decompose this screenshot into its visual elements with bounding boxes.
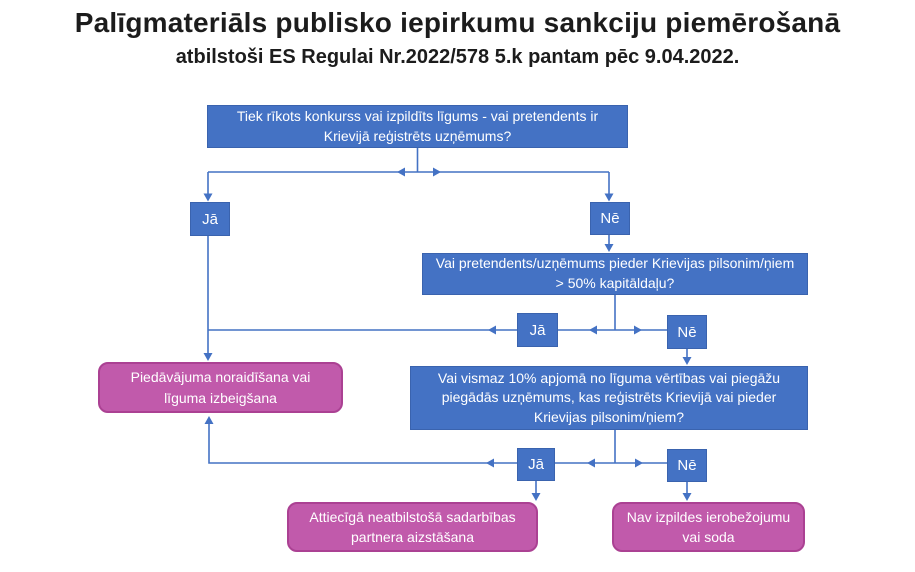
connector-ja1-to-outcome-rejection (203, 236, 213, 361)
decision-ne-3: Nē (667, 449, 707, 482)
question-box-1: Tiek rīkots konkurss vai izpildīts līgum… (207, 105, 628, 148)
outcome-no-sanction: Nav izpildes ierobežojumu vai soda (612, 502, 805, 552)
question-box-3: Vai vismaz 10% apjomā no līguma vērtības… (410, 366, 808, 430)
connector-q1-branch (203, 148, 614, 202)
connector-q3-branch (555, 430, 667, 468)
arrowhead (203, 193, 213, 202)
decision-ja-3: Jā (517, 448, 555, 481)
arrowhead (203, 353, 213, 361)
arrowhead (531, 493, 541, 501)
connector-q2-branch (558, 295, 667, 335)
connector-ne1-to-q2 (604, 235, 614, 252)
decision-ja-1: Jā (190, 202, 230, 236)
arrowhead (488, 325, 496, 335)
decision-ne-1: Nē (590, 202, 630, 235)
connector-ne3-to-outcome-no-sanction (682, 482, 692, 501)
arrowhead (634, 325, 642, 335)
outcome-rejection: Piedāvājuma noraidīšana vai līguma izbei… (98, 362, 343, 413)
arrowhead (486, 458, 494, 468)
arrowhead (635, 458, 643, 468)
arrowhead (682, 493, 692, 501)
arrowhead (587, 458, 595, 468)
decision-ne-2: Nē (667, 315, 707, 349)
arrowhead (397, 167, 405, 177)
page-subtitle: atbilstoši ES Regulai Nr.2022/578 5.k pa… (175, 46, 740, 68)
connector-ja2-to-left-spine (208, 325, 517, 335)
arrowhead (433, 167, 441, 177)
connector-ne2-to-q3 (682, 349, 692, 365)
arrowhead (604, 244, 614, 252)
decision-ja-2: Jā (517, 313, 558, 347)
arrowhead (604, 193, 614, 202)
question-box-2: Vai pretendents/uzņēmums pieder Krievija… (422, 253, 808, 295)
arrowhead (204, 416, 214, 424)
arrowhead (589, 325, 597, 335)
arrowhead (682, 357, 692, 365)
page-title: Palīgmateriāls publisko iepirkumu sankci… (74, 7, 841, 38)
connector-ja3-to-outcome-replacement (531, 481, 541, 501)
outcome-replacement: Attiecīgā neatbilstošā sadarbības partne… (287, 502, 538, 552)
